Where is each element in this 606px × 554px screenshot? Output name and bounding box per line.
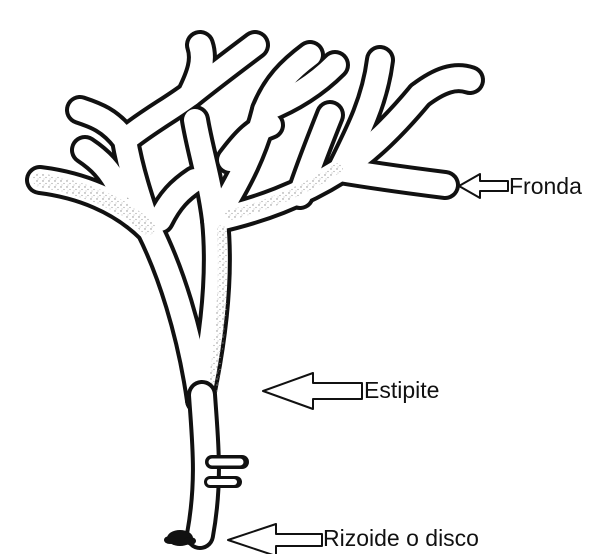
frond (40, 45, 470, 400)
arrow-rizoide (228, 524, 322, 554)
arrow-fronda (459, 174, 508, 198)
arrow-estipite (263, 373, 362, 409)
stipe (200, 395, 242, 535)
label-fronda: Fronda (509, 175, 582, 198)
label-rizoide: Rizoide o disco (323, 527, 479, 550)
label-estipite: Estipite (364, 379, 439, 402)
